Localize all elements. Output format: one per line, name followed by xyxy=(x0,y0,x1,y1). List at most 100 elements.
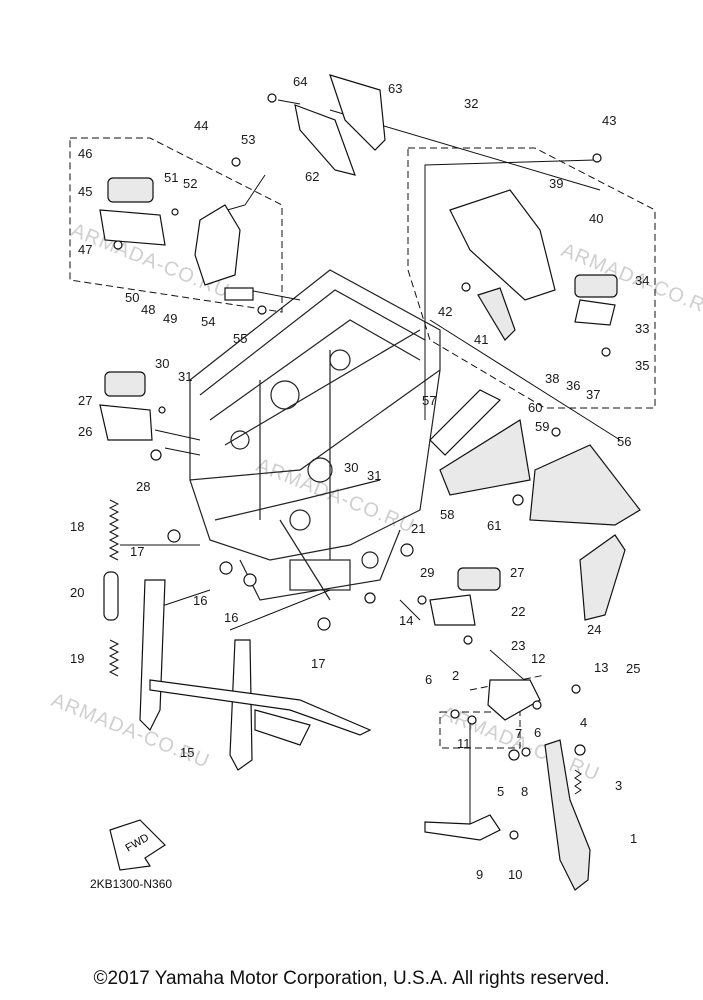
drawing-code: 2KB1300-N360 xyxy=(90,877,172,891)
callout-48: 48 xyxy=(141,302,155,317)
callout-33: 33 xyxy=(635,321,649,336)
callout-38: 38 xyxy=(545,371,559,386)
part-46-shape xyxy=(107,177,154,203)
part-35-shape xyxy=(601,347,611,357)
callout-35: 35 xyxy=(635,358,649,373)
part-4-shape xyxy=(574,744,586,756)
part-21-shape xyxy=(400,543,414,557)
part-15-crossbar xyxy=(149,679,372,736)
part-6-right-shape xyxy=(532,700,542,710)
callout-27-b: 27 xyxy=(510,565,524,580)
callout-25: 25 xyxy=(626,661,640,676)
callout-56: 56 xyxy=(617,434,631,449)
callout-54: 54 xyxy=(201,314,215,329)
callout-16-a: 16 xyxy=(193,593,207,608)
part-callouts: 1 2 3 4 5 6 6 7 8 9 10 11 12 13 14 15 16… xyxy=(70,74,649,882)
callout-26: 26 xyxy=(78,424,92,439)
part-10-shape xyxy=(509,830,519,840)
callout-45: 45 xyxy=(78,184,92,199)
callout-17-b: 17 xyxy=(311,656,325,671)
copyright-notice: ©2017 Yamaha Motor Corporation, U.S.A. A… xyxy=(93,968,610,989)
callout-10: 10 xyxy=(508,867,522,882)
part-55-shape xyxy=(257,305,267,315)
callout-39: 39 xyxy=(549,176,563,191)
callout-40: 40 xyxy=(589,211,603,226)
callout-22: 22 xyxy=(511,604,525,619)
callout-50: 50 xyxy=(125,290,139,305)
part-13-shape xyxy=(571,684,581,694)
part-58-shape xyxy=(439,419,531,496)
callout-30-a: 30 xyxy=(155,356,169,371)
box-32 xyxy=(407,147,656,409)
watermark-3: ARMADA-CO.RU xyxy=(253,454,418,538)
part-32-bracket-shape xyxy=(449,189,556,301)
part-61-shape xyxy=(512,494,524,506)
callout-24: 24 xyxy=(587,622,601,637)
callout-19: 19 xyxy=(70,651,84,666)
callout-3: 3 xyxy=(615,778,622,793)
part-34-shape xyxy=(574,274,618,298)
callout-18: 18 xyxy=(70,519,84,534)
callout-30-b: 30 xyxy=(344,460,358,475)
callout-1: 1 xyxy=(630,831,637,846)
part-14-shape xyxy=(364,592,376,604)
callout-52: 52 xyxy=(183,176,197,191)
callout-32: 32 xyxy=(464,96,478,111)
callout-4: 4 xyxy=(580,715,587,730)
callout-27-a: 27 xyxy=(78,393,92,408)
part-24-shape xyxy=(579,534,626,621)
part-51-shape xyxy=(171,208,179,216)
part-33-shape xyxy=(574,299,616,326)
part-15-lever xyxy=(254,709,311,746)
part-6-left-shape xyxy=(450,709,460,719)
part-11-shape xyxy=(467,715,477,725)
callout-34: 34 xyxy=(635,273,649,288)
part-42-shape xyxy=(461,282,471,292)
part-60-shape xyxy=(551,427,561,437)
part-45-shape xyxy=(99,209,166,246)
callout-59: 59 xyxy=(535,419,549,434)
callout-17-a: 17 xyxy=(130,544,144,559)
callout-53: 53 xyxy=(241,132,255,147)
watermark-4: ARMADA-CO.RU xyxy=(48,689,213,773)
callout-21: 21 xyxy=(411,521,425,536)
part-22-shape xyxy=(429,594,476,626)
part-1-shape xyxy=(544,739,591,891)
part-56-shape xyxy=(529,444,641,526)
part-47-shape xyxy=(113,240,123,250)
part-15-shape xyxy=(139,579,166,732)
part-19-shape xyxy=(108,639,120,677)
callout-31-a: 31 xyxy=(178,369,192,384)
callout-6-b: 6 xyxy=(534,725,541,740)
callout-49: 49 xyxy=(163,311,177,326)
callout-63: 63 xyxy=(388,81,402,96)
callout-29: 29 xyxy=(420,565,434,580)
part-26-shape xyxy=(99,404,153,441)
callout-51: 51 xyxy=(164,170,178,185)
callout-62: 62 xyxy=(305,169,319,184)
callout-58: 58 xyxy=(440,507,454,522)
callout-46: 46 xyxy=(78,146,92,161)
part-27-right-shape xyxy=(457,567,501,591)
box-44 xyxy=(69,137,283,313)
callout-60: 60 xyxy=(528,400,542,415)
part-17-upper-shape xyxy=(167,529,181,543)
part-shapes: FWD xyxy=(99,74,641,891)
part-3-shape xyxy=(574,769,582,795)
callout-36: 36 xyxy=(566,378,580,393)
callout-28: 28 xyxy=(136,479,150,494)
part-30-left-shape xyxy=(158,406,166,414)
callout-57: 57 xyxy=(422,393,436,408)
callout-37: 37 xyxy=(586,387,600,402)
callout-12: 12 xyxy=(531,651,545,666)
part-2-shape xyxy=(487,679,541,721)
part-5-shape xyxy=(508,749,520,761)
part-63-shape xyxy=(329,74,386,151)
callout-41: 41 xyxy=(474,332,488,347)
part-44-bracket-shape xyxy=(194,204,241,286)
part-62-shape xyxy=(294,104,356,176)
part-23-shape xyxy=(463,635,473,645)
callout-9: 9 xyxy=(476,867,483,882)
part-43-shape xyxy=(592,153,602,163)
part-53-shape xyxy=(231,157,241,167)
